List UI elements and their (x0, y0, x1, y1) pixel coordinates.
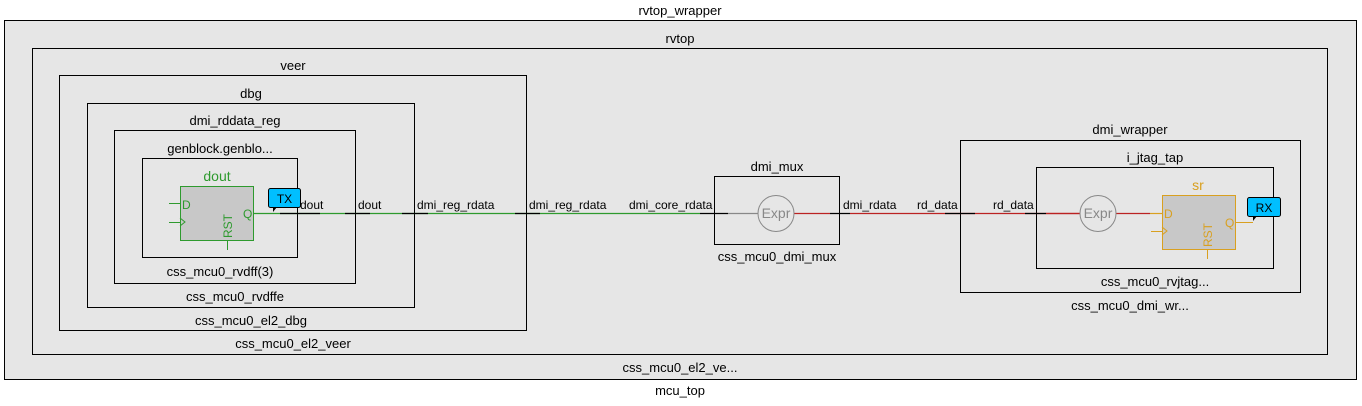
clock-icon (1161, 226, 1168, 236)
tx-badge[interactable]: TX (268, 188, 301, 213)
wire-label: dmi_rdata (843, 198, 897, 212)
module-type: css_mcu0_rvjtag... (1101, 274, 1209, 289)
module-name: dbg (240, 86, 262, 101)
rx-badge[interactable]: RX (1247, 197, 1281, 222)
module-name: dmi_rddata_reg (189, 113, 280, 128)
module-name: rvtop (666, 31, 695, 46)
wire-label: dout (300, 198, 324, 212)
wire-label: dout (358, 198, 382, 212)
module-name: genblock.genblo... (167, 141, 273, 156)
module-name: i_jtag_tap (1127, 150, 1183, 165)
port-rst: RST (1201, 222, 1215, 247)
module-name: dmi_mux (751, 159, 804, 174)
port-rst: RST (221, 213, 235, 238)
module-type: css_mcu0_dmi_mux (718, 249, 837, 264)
wire-label: rd_data (917, 198, 958, 212)
module-type: css_mcu0_dmi_wr... (1071, 298, 1189, 313)
register-name: dout (203, 168, 230, 184)
clock-icon (179, 217, 186, 227)
tx-label: TX (277, 192, 292, 206)
module-name: veer (280, 58, 306, 73)
rx-label: RX (1256, 201, 1273, 215)
register-sr[interactable]: sr D Q RST (1151, 177, 1253, 259)
expr-label: Expr (1084, 205, 1113, 221)
wire-label: dmi_reg_rdata (417, 198, 495, 212)
expr-node[interactable]: Expr (757, 195, 795, 232)
expr-label: Expr (762, 205, 791, 221)
module-type: mcu_top (655, 383, 705, 398)
module-type: css_mcu0_rvdff(3) (167, 264, 274, 279)
module-type: css_mcu0_el2_veer (235, 336, 351, 351)
module-type: css_mcu0_el2_ve... (623, 360, 738, 375)
wire-labels: dout dout dmi_reg_rdata dmi_reg_rdata dm… (300, 198, 1034, 212)
port-q: Q (1225, 216, 1234, 230)
module-i-jtag-tap[interactable]: i_jtag_tap css_mcu0_rvjtag... (1036, 150, 1274, 289)
register-dout[interactable]: dout D Q RST (169, 168, 254, 250)
module-type: css_mcu0_rvdffe (186, 289, 284, 304)
port-d: D (182, 198, 191, 212)
module-name: dmi_wrapper (1092, 122, 1168, 137)
wire-label: dmi_core_rdata (629, 198, 713, 212)
module-type: css_mcu0_el2_dbg (195, 313, 307, 328)
module-name: rvtop_wrapper (638, 3, 722, 18)
register-name: sr (1192, 177, 1204, 193)
port-d: D (1164, 207, 1173, 221)
wire-label: rd_data (993, 198, 1034, 212)
wire-label: dmi_reg_rdata (529, 198, 607, 212)
port-q: Q (243, 207, 252, 221)
expr-node[interactable]: Expr (1079, 195, 1117, 232)
